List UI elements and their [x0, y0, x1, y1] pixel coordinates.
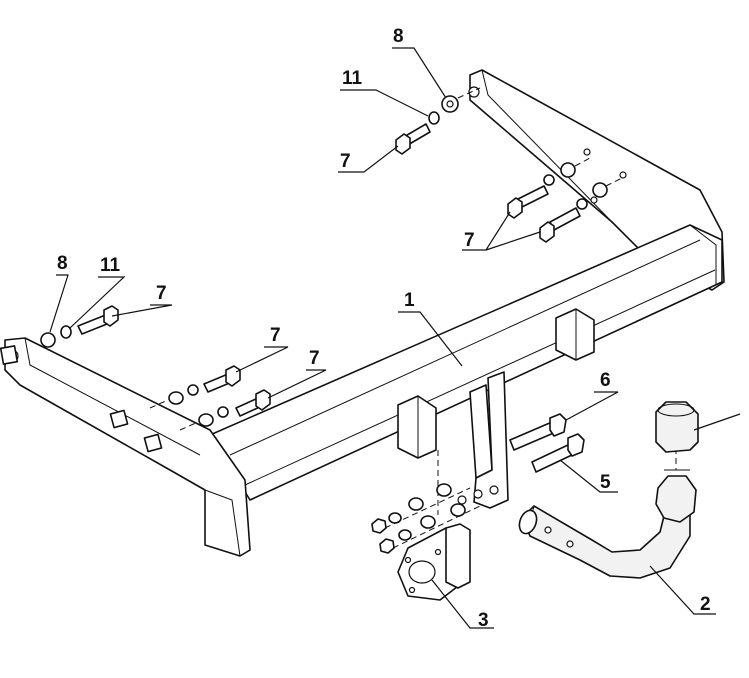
leader-lines [49, 47, 741, 629]
callout-8-top: 8 [393, 26, 404, 47]
callout-7-left-low: 7 [309, 348, 320, 369]
callout-11-top: 11 [342, 68, 363, 89]
hitch-bolts [509, 413, 585, 473]
callout-labels: 8 11 7 7 8 11 7 7 7 1 6 5 2 3 [57, 26, 711, 631]
right-bracket-fasteners [507, 157, 623, 243]
callout-1: 1 [404, 290, 415, 311]
tow-ball-neck [518, 448, 697, 579]
callout-11-left: 11 [100, 255, 121, 276]
ball-cover-cap [655, 401, 699, 453]
callout-7-left-mid: 7 [270, 325, 281, 346]
top-fasteners [395, 87, 481, 155]
callout-8-left: 8 [57, 253, 68, 274]
socket-plate [397, 523, 471, 601]
callout-7-right: 7 [464, 230, 475, 251]
callout-5: 5 [600, 472, 611, 493]
callout-7-top: 7 [340, 151, 351, 172]
plate-hardware [371, 483, 481, 554]
callout-3: 3 [478, 610, 489, 631]
callout-6: 6 [600, 370, 611, 391]
left-bracket-fasteners [40, 305, 271, 431]
callout-7-left-top: 7 [156, 283, 167, 304]
towbar-crossbar [0, 69, 725, 557]
callout-2: 2 [700, 594, 711, 615]
